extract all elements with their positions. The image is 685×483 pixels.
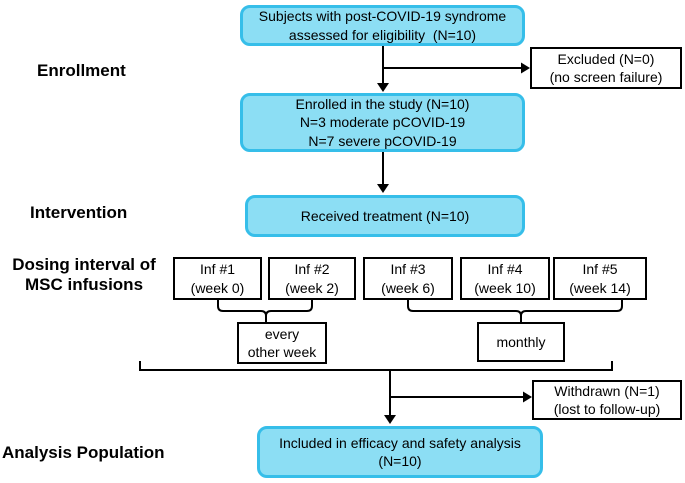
enrolled-line1: Enrolled in the study (N=10) — [295, 95, 470, 112]
arrow-to-withdrawn-head — [523, 391, 532, 403]
included-line1: Included in efficacy and safety analysis — [279, 434, 521, 451]
infusion-1-box: Inf #1 (week 0) — [173, 257, 262, 300]
infusion-2-box: Inf #2 (week 2) — [268, 257, 356, 300]
infusion-1-line1: Inf #1 — [199, 261, 236, 278]
eligibility-line2: assessed for eligibility (N=10) — [288, 26, 477, 43]
infusion-1-line2: (week 0) — [190, 279, 245, 296]
infusion-5-box: Inf #5 (week 14) — [553, 257, 647, 300]
bracket-infusions-1-2 — [217, 300, 313, 322]
section-label-dosing-interval: Dosing interval of MSC infusions — [5, 255, 163, 295]
infusion-4-box: Inf #4 (week 10) — [460, 257, 550, 300]
arrow-enrolled-to-received-head — [377, 184, 389, 193]
infusion-3-box: Inf #3 (week 6) — [363, 257, 453, 300]
excluded-box: Excluded (N=0) (no screen failure) — [530, 47, 682, 89]
infusion-5-line2: (week 14) — [569, 279, 631, 296]
every-other-week-line2: other week — [247, 344, 317, 360]
received-line1: Received treatment (N=10) — [300, 207, 470, 224]
arrow-to-included-head — [384, 415, 396, 424]
included-line2: (N=10) — [378, 453, 422, 469]
monthly-line1: monthly — [496, 333, 546, 350]
every-other-week-box: every other week — [237, 322, 327, 364]
infusion-3-line2: (week 6) — [381, 279, 435, 296]
excluded-line2: (no screen failure) — [549, 69, 663, 85]
arrow-to-excluded-head — [521, 62, 530, 74]
infusion-5-line1: Inf #5 — [582, 261, 618, 278]
arrow-eligibility-to-enrolled-head — [377, 83, 389, 92]
bracket-full-width — [139, 361, 613, 371]
section-label-analysis-population: Analysis Population — [2, 443, 165, 462]
infusion-3-line1: Inf #3 — [390, 261, 426, 278]
every-other-week-line1: every — [264, 325, 300, 342]
enrolled-line3: N=7 severe pCOVID-19 — [308, 132, 457, 149]
enrolled-line2: N=3 moderate pCOVID-19 — [299, 114, 466, 131]
excluded-line1: Excluded (N=0) — [557, 50, 655, 67]
section-label-enrollment: Enrollment — [37, 61, 126, 80]
infusion-4-line2: (week 10) — [474, 279, 536, 296]
included-analysis-box: Included in efficacy and safety analysis… — [257, 426, 543, 478]
infusion-2-line1: Inf #2 — [294, 261, 330, 278]
infusion-4-line1: Inf #4 — [487, 261, 523, 278]
withdrawn-line2: (lost to follow-up) — [553, 401, 661, 417]
dosing-label-line2: MSC infusions — [24, 275, 144, 295]
bracket-infusions-3-5 — [407, 300, 623, 322]
withdrawn-line1: Withdrawn (N=1) — [554, 382, 660, 399]
withdrawn-box: Withdrawn (N=1) (lost to follow-up) — [532, 380, 682, 420]
section-label-intervention: Intervention — [30, 203, 128, 222]
eligibility-box: Subjects with post-COVID-19 syndrome ass… — [240, 5, 525, 46]
infusion-2-line2: (week 2) — [285, 279, 339, 296]
enrolled-box: Enrolled in the study (N=10) N=3 moderat… — [240, 93, 525, 152]
eligibility-line1: Subjects with post-COVID-19 syndrome — [258, 8, 507, 25]
monthly-box: monthly — [477, 322, 565, 362]
dosing-label-line1: Dosing interval of — [12, 255, 156, 274]
received-treatment-box: Received treatment (N=10) — [245, 195, 525, 237]
